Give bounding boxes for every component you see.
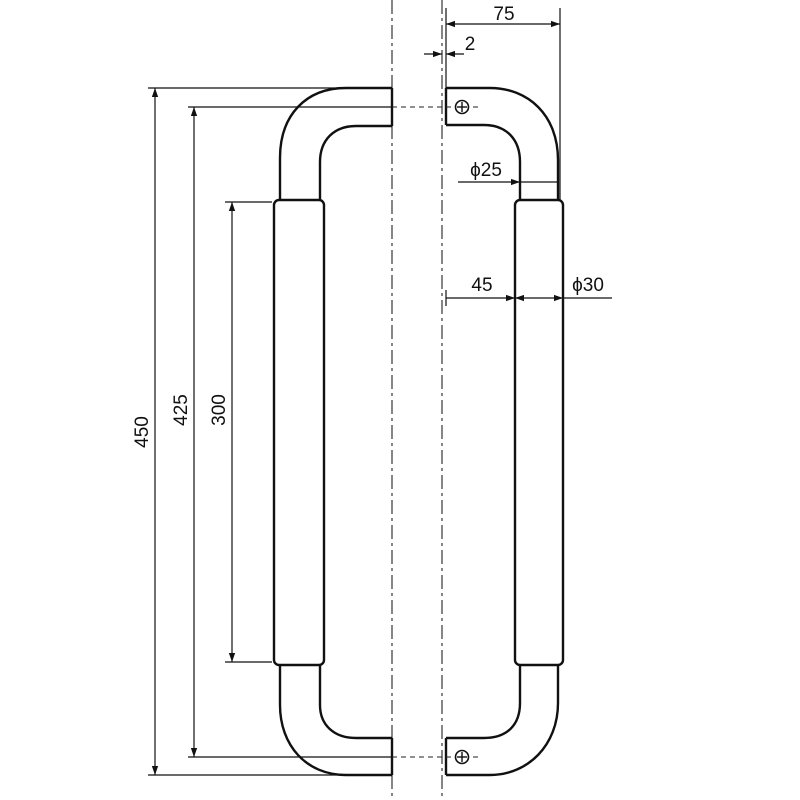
left-handle: [272, 86, 394, 777]
dimension-45: 45: [471, 275, 492, 296]
dimension-300: 300: [209, 394, 230, 426]
right-handle: [444, 86, 565, 777]
mounting-screws: [392, 99, 480, 765]
dimension-overall-height: 450: [132, 87, 346, 776]
dimension-standoff: 2: [424, 34, 476, 58]
dimension-mount-pitch: 425: [171, 106, 392, 758]
dimension-phi25: ϕ25: [470, 160, 502, 181]
dimension-phi30: ϕ30: [572, 275, 604, 296]
right-grip-sleeve: [513, 198, 565, 667]
dimension-grip-clearance: 45: [445, 275, 515, 306]
dimension-bar-diameter: ϕ25: [458, 160, 558, 186]
dimension-2: 2: [465, 34, 476, 55]
dimension-450: 450: [132, 416, 153, 448]
screw-icon: [454, 749, 470, 765]
dimension-425: 425: [171, 394, 192, 426]
screw-icon: [454, 99, 470, 115]
dimension-75: 75: [493, 4, 514, 25]
dimension-projection: 75: [445, 4, 561, 200]
door-centerlines: [391, 0, 443, 800]
left-grip-sleeve: [272, 198, 326, 667]
dimension-grip-length: 300: [209, 201, 272, 663]
dimension-grip-diameter: ϕ30: [515, 275, 612, 302]
